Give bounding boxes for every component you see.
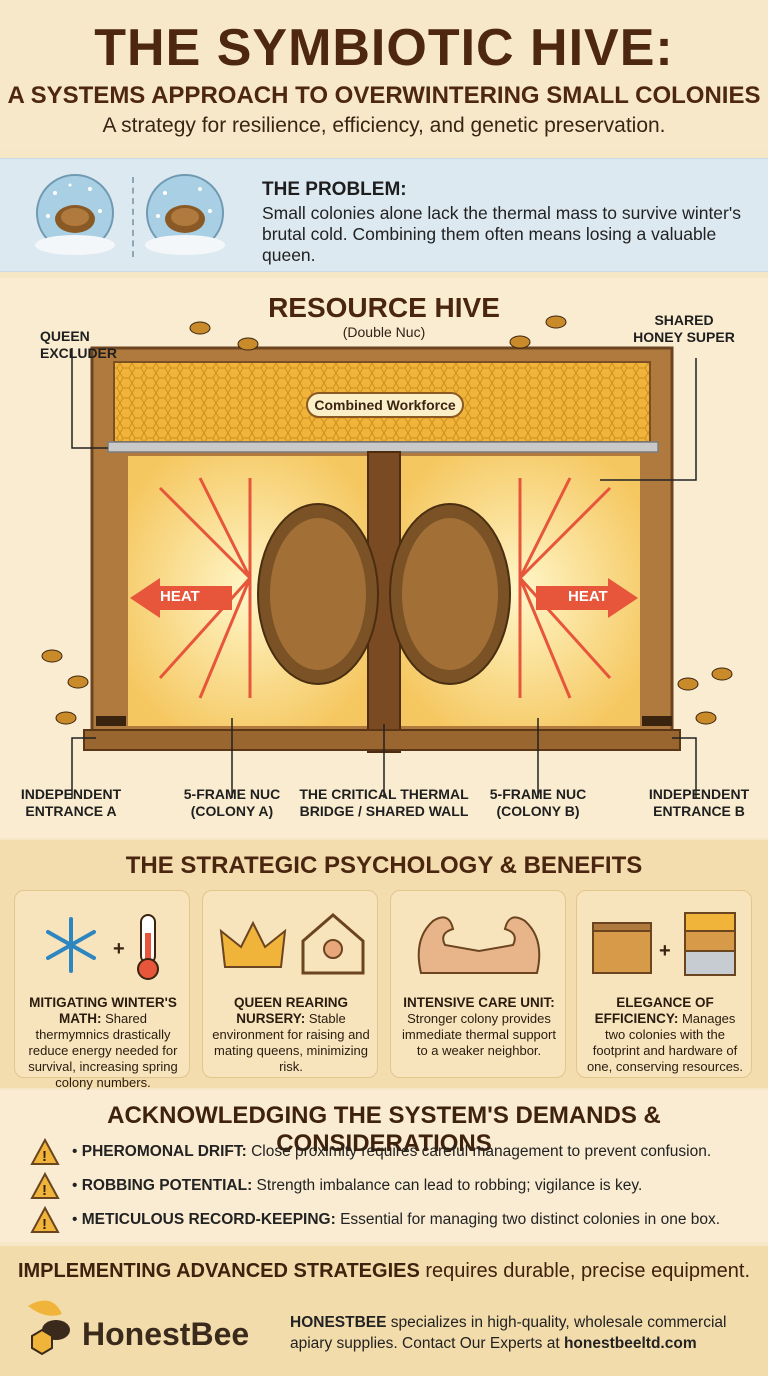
snow-globe-icon bbox=[35, 174, 115, 255]
benefit-text: ELEGANCE OF EFFICIENCY: Manages two colo… bbox=[586, 995, 744, 1074]
queen-excluder bbox=[107, 441, 659, 453]
hive-subtitle: (Double Nuc) bbox=[342, 324, 426, 340]
demand-text: • PHEROMONAL DRIFT: Close proximity requ… bbox=[72, 1143, 712, 1160]
benefit-text: INTENSIVE CARE UNIT: Stronger colony pro… bbox=[402, 995, 556, 1058]
website-link[interactable]: honestbeeltd.com bbox=[563, 1335, 697, 1352]
benefits-title: THE STRATEGIC PSYCHOLOGY & BENEFITS bbox=[125, 852, 643, 879]
heat-label-left: HEAT bbox=[160, 588, 200, 605]
hive-title: RESOURCE HIVE bbox=[268, 292, 500, 323]
benefit-text: QUEEN REARING NURSERY: Stable environmen… bbox=[212, 995, 370, 1074]
benefits-section: THE STRATEGIC PSYCHOLOGY & BENEFITS + MI… bbox=[0, 840, 768, 1090]
svg-text:!: ! bbox=[42, 1148, 47, 1165]
combined-workforce-label: Combined Workforce bbox=[306, 392, 464, 418]
svg-text:!: ! bbox=[42, 1216, 47, 1233]
nuc-b-label: 5-FRAME NUC (COLONY B) bbox=[489, 786, 587, 819]
warning-icon: ! bbox=[30, 1206, 60, 1233]
benefit-card: + ELEGANCE OF EFFICIENCY: Manages two co… bbox=[576, 890, 752, 1078]
page-subtitle: A SYSTEMS APPROACH TO OVERWINTERING SMAL… bbox=[7, 82, 761, 109]
contact-text: HONESTBEE specializes in high-quality, w… bbox=[290, 1314, 727, 1352]
nuc-a-label: 5-FRAME NUC (COLONY A) bbox=[183, 786, 281, 819]
brand-logo: HonestBee bbox=[82, 1316, 250, 1352]
svg-text:+: + bbox=[113, 938, 125, 960]
warning-icon: ! bbox=[30, 1138, 60, 1165]
problem-divider bbox=[132, 177, 134, 257]
entrance-a-label: INDEPENDENT ENTRANCE A bbox=[20, 786, 122, 819]
crown-nursery-icon bbox=[219, 913, 365, 975]
shared-super-label: SHARED HONEY SUPER bbox=[633, 312, 735, 345]
problem-title: THE PROBLEM: bbox=[262, 179, 407, 200]
problem-text: Small colonies alone lack the thermal ma… bbox=[262, 203, 741, 265]
cta-text: IMPLEMENTING ADVANCED STRATEGIES require… bbox=[17, 1260, 751, 1282]
thermal-bridge-label: THE CRITICAL THERMAL BRIDGE / SHARED WAL… bbox=[299, 786, 469, 819]
demand-text: • ROBBING POTENTIAL: Strength imbalance … bbox=[72, 1177, 643, 1194]
demands-section: ACKNOWLEDGING THE SYSTEM'S DEMANDS & CON… bbox=[0, 1090, 768, 1242]
demands-title: ACKNOWLEDGING THE SYSTEM'S DEMANDS & CON… bbox=[107, 1102, 661, 1157]
header: THE SYMBIOTIC HIVE: A SYSTEMS APPROACH T… bbox=[0, 0, 768, 150]
benefit-card: + MITIGATING WINTER'S MATH: Shared therm… bbox=[14, 890, 190, 1090]
entrance-b-label: INDEPENDENT ENTRANCE B bbox=[648, 786, 750, 819]
benefit-card: INTENSIVE CARE UNIT: Stronger colony pro… bbox=[390, 890, 566, 1078]
footer: IMPLEMENTING ADVANCED STRATEGIES require… bbox=[0, 1246, 768, 1376]
snow-globe-icon bbox=[145, 174, 225, 255]
page-tagline: A strategy for resilience, efficiency, a… bbox=[102, 114, 666, 137]
svg-text:!: ! bbox=[42, 1182, 47, 1199]
hive-illustration bbox=[41, 315, 733, 798]
snowflake-thermometer-icon: + bbox=[46, 914, 159, 980]
warning-icon: ! bbox=[30, 1172, 60, 1199]
demand-item: ! • ROBBING POTENTIAL: Strength imbalanc… bbox=[30, 1172, 750, 1202]
page-title: THE SYMBIOTIC HIVE: bbox=[94, 19, 674, 77]
queen-excluder-label: QUEEN EXCLUDER bbox=[40, 328, 118, 361]
heat-label-right: HEAT bbox=[568, 588, 608, 605]
benefit-text: MITIGATING WINTER'S MATH: Shared thermym… bbox=[28, 995, 178, 1090]
svg-text:+: + bbox=[659, 940, 671, 962]
hive-diagram: RESOURCE HIVE (Double Nuc) QUEEN EXCLUDE… bbox=[0, 278, 768, 838]
demand-item: ! • PHEROMONAL DRIFT: Close proximity re… bbox=[30, 1138, 750, 1168]
demand-item: ! • METICULOUS RECORD-KEEPING: Essential… bbox=[30, 1206, 750, 1236]
demand-text: • METICULOUS RECORD-KEEPING: Essential f… bbox=[72, 1211, 721, 1228]
benefit-card: QUEEN REARING NURSERY: Stable environmen… bbox=[202, 890, 378, 1078]
honestbee-logo-icon bbox=[28, 1300, 70, 1356]
flexed-arms-icon bbox=[417, 916, 541, 974]
hive-boxes-icon: + bbox=[592, 912, 736, 976]
problem-section: THE PROBLEM: Small colonies alone lack t… bbox=[0, 158, 768, 272]
